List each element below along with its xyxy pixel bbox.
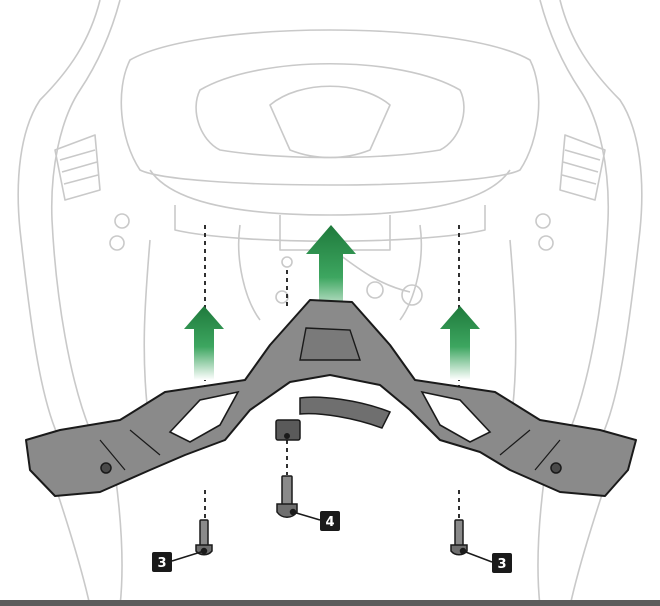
svg-text:3: 3 (497, 557, 506, 572)
upward-arrows (184, 225, 480, 380)
svg-text:3: 3 (157, 556, 166, 571)
alignment-guides (204, 225, 460, 518)
bottom-bar (0, 600, 660, 606)
svg-text:4: 4 (325, 515, 334, 530)
guard-bracket-part (25, 299, 637, 497)
callout-badge-left: 3 (152, 552, 172, 572)
callout-leaders (171, 508, 493, 563)
callout-badge-right: 3 (492, 553, 512, 573)
center-mount-bracket (275, 396, 392, 441)
center-up-arrow (306, 225, 356, 320)
left-up-arrow (184, 306, 224, 380)
callout-badge-center: 4 (320, 511, 340, 531)
right-bolt (450, 519, 468, 556)
right-up-arrow (440, 306, 480, 380)
